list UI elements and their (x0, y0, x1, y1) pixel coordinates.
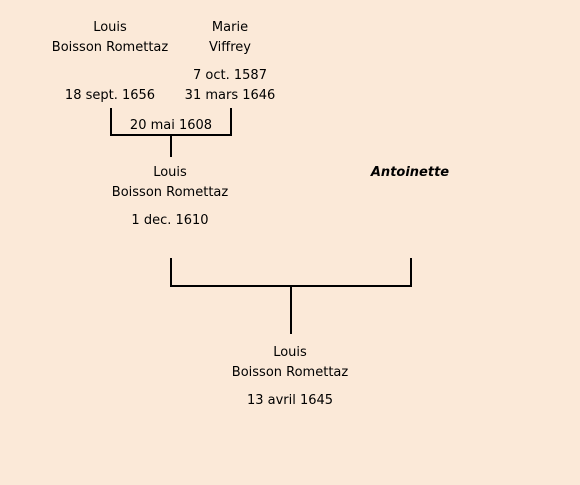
grandfather-surname: Boisson Romettaz (51, 40, 169, 55)
grandfather-death-date: 18 sept. 1656 (64, 88, 156, 103)
grandmother-death-date: 31 mars 1646 (184, 88, 276, 103)
grandparents-marriage-date: 20 mai 1608 (129, 118, 213, 133)
grandfather-first-name: Louis (93, 20, 127, 35)
parents-marriage-bracket (170, 258, 412, 287)
child-birth-date: 13 avril 1645 (246, 393, 334, 408)
father-surname: Boisson Romettaz (111, 185, 229, 200)
grandmother-first-name: Marie (211, 20, 249, 35)
grandmother-surname: Viffrey (209, 40, 251, 55)
father-first-name: Louis (153, 165, 187, 180)
child-first-name: Louis (273, 345, 307, 360)
father-birth-date: 1 dec. 1610 (131, 213, 209, 228)
mother-first-name: Antoinette (370, 165, 450, 180)
grandmother-birth-date: 7 oct. 1587 (193, 68, 267, 83)
child-surname: Boisson Romettaz (231, 365, 349, 380)
